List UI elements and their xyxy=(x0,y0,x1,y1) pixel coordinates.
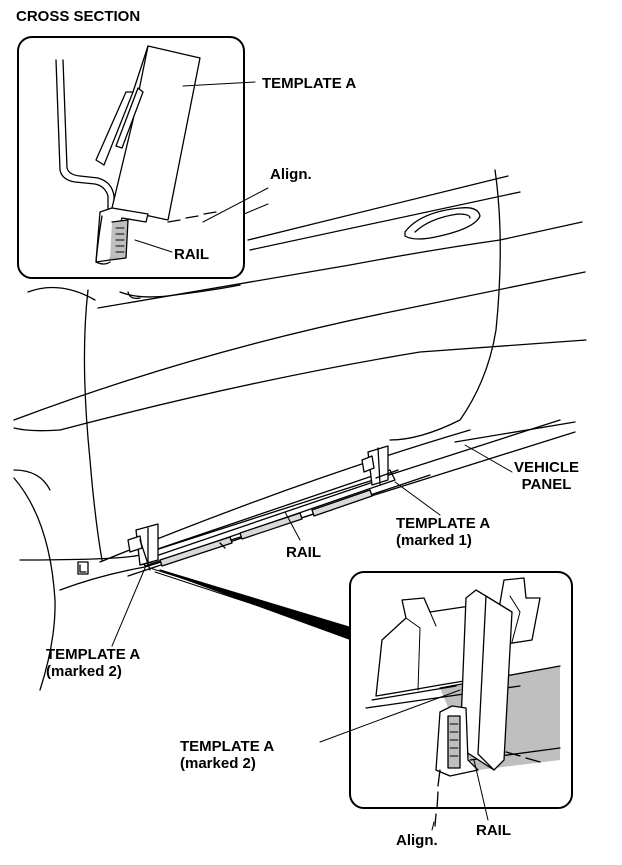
align-leader-ext xyxy=(243,203,269,215)
vehicle-panel-label: VEHICLE PANEL xyxy=(514,459,580,493)
template-a-marked2-on-vehicle xyxy=(127,523,159,571)
template-a-marked2-inset-label: TEMPLATE A (marked 2) xyxy=(180,738,275,772)
template-a-marked2-left-label: TEMPLATE A (marked 2) xyxy=(46,646,141,680)
align-bottom-label: Align. xyxy=(396,832,438,849)
rail-main xyxy=(139,469,396,567)
cross-section-title: CROSS SECTION xyxy=(16,8,141,25)
door-handle xyxy=(404,207,481,240)
detail-inset xyxy=(319,571,573,827)
rail-bottom-label: RAIL xyxy=(476,822,511,839)
align-top-label: Align. xyxy=(270,166,312,183)
rail-top-label: RAIL xyxy=(174,246,209,263)
template-a-marked1-on-vehicle xyxy=(361,445,399,486)
rail-mid-label: RAIL xyxy=(286,544,321,561)
template-a-marked1-label: TEMPLATE A (marked 1) xyxy=(396,515,491,549)
template-a-top-label: TEMPLATE A xyxy=(262,75,357,92)
align-bottom-leader xyxy=(431,821,435,831)
cross-section-inset xyxy=(17,36,269,279)
inset-pointer xyxy=(159,569,353,641)
